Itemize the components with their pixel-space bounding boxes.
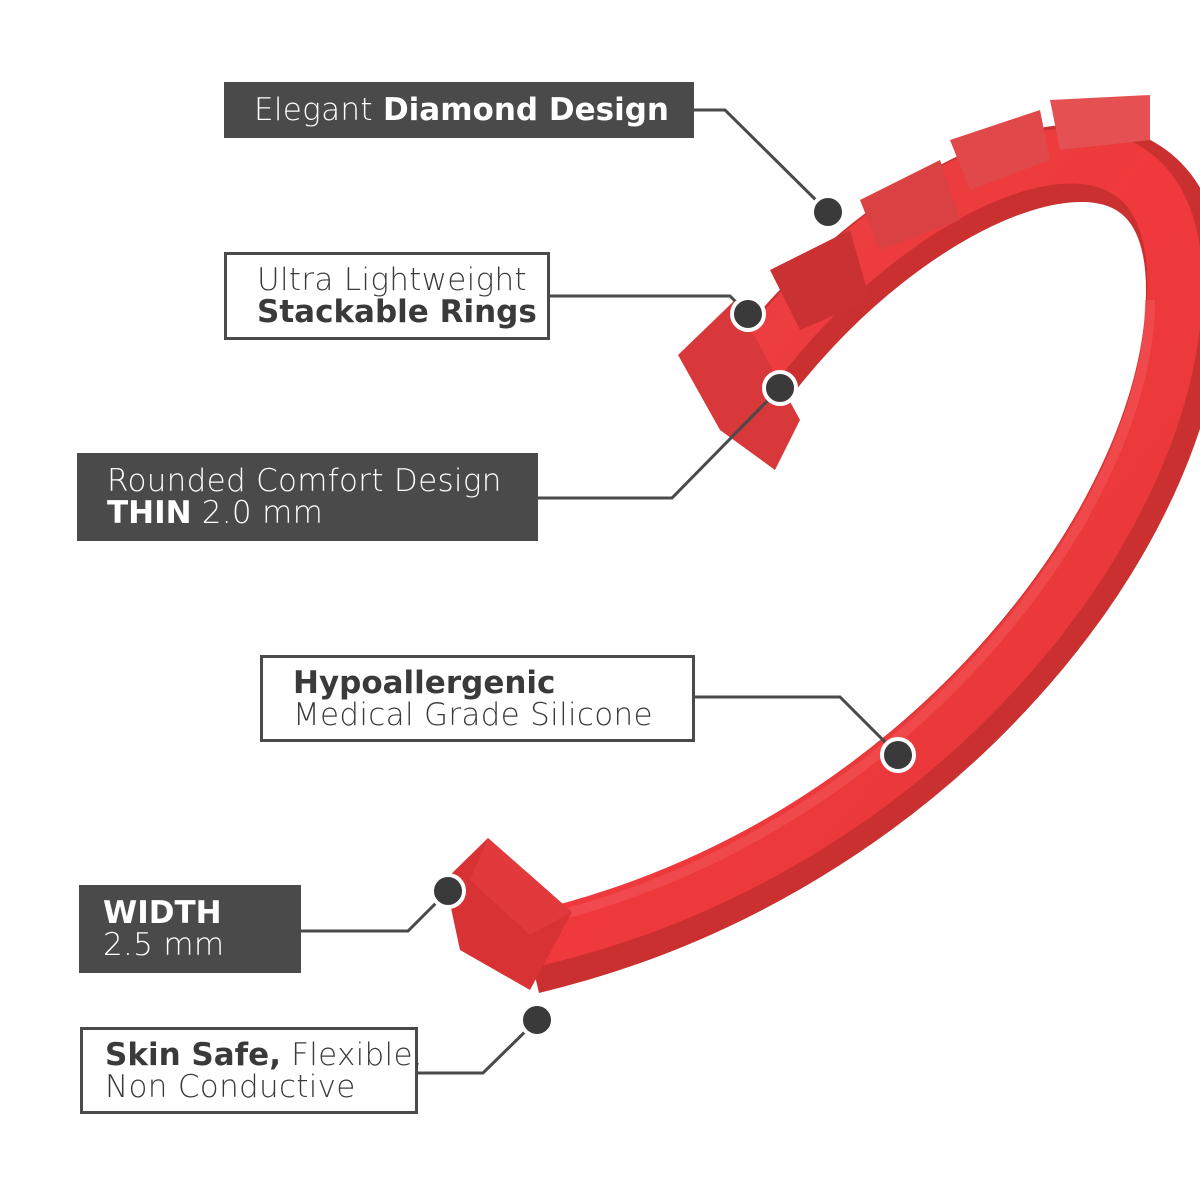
callout-line2: Stackable Rings — [257, 294, 537, 330]
callout-diamond-design: Elegant Diamond Design — [224, 82, 694, 138]
callout-line1-bold: Skin Safe, — [105, 1036, 281, 1073]
callout-line2-bold: THIN — [107, 495, 192, 531]
callout-stackable-rings: Ultra Lightweight Stackable Rings — [224, 252, 550, 340]
callout-text: Elegant — [254, 92, 383, 128]
callout-line2: Medical Grade Silicone — [293, 696, 653, 733]
silicone-ring — [445, 95, 1200, 993]
callout-comfort-design: Rounded Comfort Design THIN 2.0 mm — [77, 453, 538, 541]
callout-line1: Hypoallergenic — [293, 664, 556, 701]
callout-line1: WIDTH — [103, 895, 222, 931]
callout-skin-safe: Skin Safe, Flexible, Non Conductive — [80, 1027, 423, 1114]
callout-line1: Ultra Lightweight — [257, 262, 527, 298]
callout-text-bold: Diamond Design — [382, 92, 669, 128]
callout-line2: 2.5 mm — [103, 927, 225, 963]
callout-hypoallergenic: Hypoallergenic Medical Grade Silicone — [260, 655, 695, 742]
callout-dots — [430, 194, 916, 1038]
callout-line1: Rounded Comfort Design — [107, 463, 502, 499]
callout-width: WIDTH 2.5 mm — [79, 885, 301, 973]
callout-line1: Flexible, — [280, 1036, 423, 1073]
callout-line2: 2.0 mm — [191, 495, 324, 531]
leader-lines — [301, 108, 900, 1075]
callout-line2: Non Conductive — [105, 1068, 356, 1105]
